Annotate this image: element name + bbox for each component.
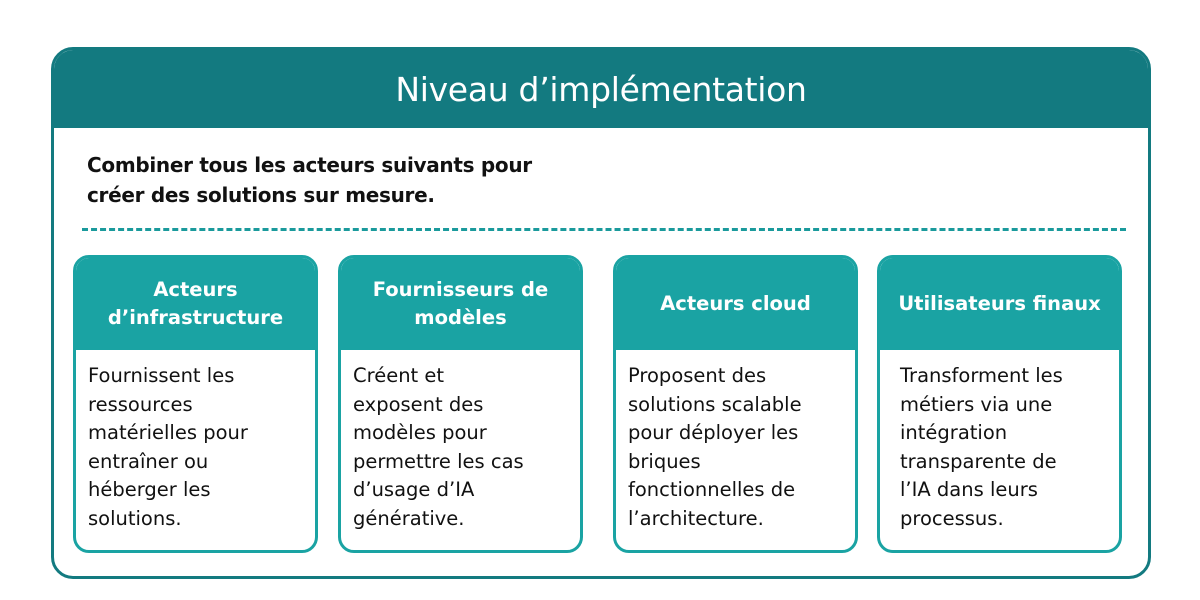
card-body-line: métiers via une [900, 392, 1053, 416]
intro-line-1: Combiner tous les acteurs suivants pour [87, 153, 532, 177]
card-body-line: Créent et [353, 364, 445, 387]
card-body-line: Proposent des [628, 364, 767, 387]
card-title: Acteurs cloud [616, 258, 855, 350]
card-title-line: Utilisateurs finaux [898, 292, 1101, 315]
card-body-line: entraîner ou [88, 449, 209, 473]
card-body-line: intégration [900, 421, 1008, 444]
card-body-line: processus. [900, 506, 1004, 530]
card-body-line: matérielles pour [88, 421, 248, 444]
card-title-line: modèles [414, 306, 507, 329]
card-body-line: héberger les [88, 478, 211, 501]
card-title-line: d’infrastructure [107, 306, 284, 329]
card-description: Créent et exposent des modèles pour perm… [341, 350, 580, 533]
card-body-line: solutions. [88, 506, 182, 530]
card-end-users: Utilisateurs finaux Transforment les mét… [877, 255, 1122, 553]
card-body-line: générative. [353, 506, 465, 530]
intro-text: Combiner tous les acteurs suivants pour … [87, 150, 647, 210]
card-body-line: ressources [88, 392, 193, 416]
card-description: Transforment les métiers via une intégra… [880, 350, 1119, 533]
card-title-line: Fournisseurs de [372, 278, 549, 301]
dashed-divider [82, 228, 1126, 231]
card-body-line: exposent des [353, 392, 484, 416]
card-body-line: transparente de [900, 449, 1057, 473]
panel-header: Niveau d’implémentation [54, 50, 1148, 128]
card-body-line: permettre les cas [353, 449, 524, 473]
card-cloud: Acteurs cloud Proposent des solutions sc… [613, 255, 858, 553]
card-body-line: Transforment les [900, 364, 1063, 387]
panel-title: Niveau d’implémentation [395, 69, 807, 109]
card-body-line: l’IA dans leurs [900, 478, 1038, 501]
card-body-line: briques [628, 449, 701, 473]
card-title-line: Acteurs [153, 278, 238, 301]
card-body-line: fonctionnelles de [628, 478, 796, 501]
card-body-line: pour déployer les [628, 421, 799, 444]
card-body-line: d’usage d’IA [353, 478, 475, 501]
card-body-line: solutions scalable [628, 392, 802, 416]
card-infrastructure: Acteurs d’infrastructure Fournissent les … [73, 255, 318, 553]
card-body-line: modèles pour [353, 421, 487, 444]
card-description: Fournissent les ressources matérielles p… [76, 350, 315, 533]
implementation-level-panel: Niveau d’implémentation Combiner tous le… [51, 47, 1151, 579]
card-title: Fournisseurs de modèles [341, 258, 580, 350]
card-model-providers: Fournisseurs de modèles Créent et exposen… [338, 255, 583, 553]
card-body-line: l’architecture. [628, 506, 764, 530]
card-body-line: Fournissent les [88, 364, 235, 387]
card-description: Proposent des solutions scalable pour dé… [616, 350, 855, 533]
card-title: Utilisateurs finaux [880, 258, 1119, 350]
card-title-line: Acteurs cloud [660, 292, 811, 315]
card-title: Acteurs d’infrastructure [76, 258, 315, 350]
intro-line-2: créer des solutions sur mesure. [87, 183, 435, 207]
